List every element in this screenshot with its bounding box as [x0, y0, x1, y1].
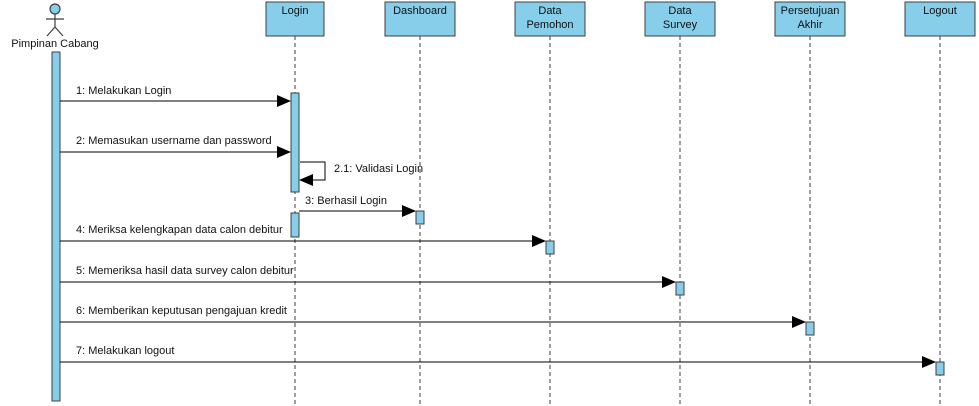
lifeline-dashboard: Dashboard: [384, 1, 456, 404]
actor-activation-bar: [51, 51, 61, 402]
lifeline-label-line-1: Persetujuan: [781, 5, 840, 17]
stick-figure-icon: [46, 3, 64, 37]
lifeline-box: [384, 1, 456, 37]
activation-bar-data-pemohon: [545, 240, 555, 255]
message-2-1-self: 2.1: Validasi Login: [299, 161, 423, 186]
lifeline-label-line-2: Pemohon: [526, 19, 573, 31]
lifeline-label-line-2: Akhir: [797, 19, 822, 31]
lifeline-box: [904, 1, 976, 37]
message-6: 6: Memberikan keputusan pengajuan kredit: [60, 305, 806, 328]
message-4: 4: Meriksa kelengkapan data calon debitu…: [60, 224, 546, 247]
lifeline-label-line-2: Survey: [663, 19, 698, 31]
message-label: 1: Melakukan Login: [76, 85, 171, 97]
message-7: 7: Melakukan logout: [60, 345, 936, 368]
message-1: 1: Melakukan Login: [60, 85, 291, 107]
message-5: 5: Memeriksa hasil data survey calon deb…: [60, 265, 676, 288]
message-label: 2.1: Validasi Login: [334, 163, 423, 175]
message-label: 7: Melakukan logout: [76, 345, 174, 357]
message-label: 5: Memeriksa hasil data survey calon deb…: [76, 265, 294, 277]
lifeline-box: [644, 1, 716, 37]
lifeline-label: Logout: [923, 5, 957, 17]
lifeline-label-line-1: Data: [538, 5, 562, 17]
activation-bar-persetujuan-akhir: [805, 321, 815, 336]
lifeline-box: [265, 1, 325, 37]
message-label: 2: Memasukan username dan password: [76, 135, 272, 147]
lifeline-label: Dashboard: [393, 5, 447, 17]
activation-bar-login-2: [290, 212, 300, 238]
message-arrow: [299, 161, 326, 186]
message-label: 3: Berhasil Login: [305, 195, 387, 207]
activation-bar-login-1: [290, 92, 300, 193]
activation-bar-dashboard: [415, 210, 425, 225]
lifeline-label: Login: [282, 5, 309, 17]
lifeline-logout: Logout: [904, 1, 976, 404]
activation-bar-data-survey: [675, 281, 685, 296]
actor-pimpinan-cabang: Pimpinan Cabang: [11, 3, 99, 402]
lifeline-data-survey: Data Survey: [644, 1, 716, 404]
activation-bar-logout: [935, 361, 945, 376]
actor-name: Pimpinan Cabang: [11, 38, 98, 50]
message-3: 3: Berhasil Login: [299, 195, 416, 217]
message-label: 4: Meriksa kelengkapan data calon debitu…: [76, 224, 283, 236]
message-label: 6: Memberikan keputusan pengajuan kredit: [76, 305, 287, 317]
lifeline-label-line-1: Data: [668, 5, 692, 17]
lifeline-data-pemohon: Data Pemohon: [514, 1, 586, 404]
lifeline-box: [514, 1, 586, 37]
message-2: 2: Memasukan username dan password: [60, 135, 291, 158]
lifeline-persetujuan-akhir: Persetujuan Akhir: [774, 1, 846, 404]
lifeline-box: [774, 1, 846, 37]
